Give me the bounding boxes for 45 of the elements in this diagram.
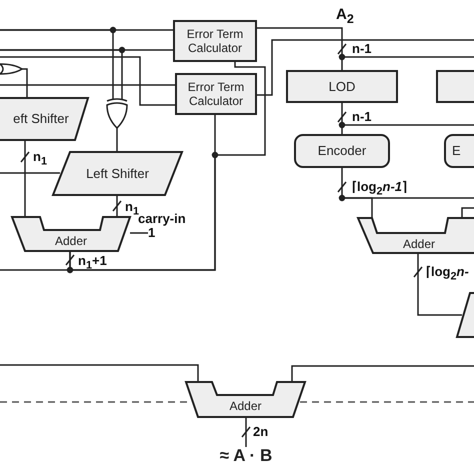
- encoder-block: E: [444, 134, 474, 168]
- wire: [116, 128, 118, 152]
- bus-wire: [337, 168, 373, 218]
- wire: [0, 49, 123, 100]
- bus-wire: [257, 27, 347, 70]
- wire: [461, 207, 474, 218]
- bus-wire: [241, 417, 251, 447]
- encoder-block: Encoder: [294, 134, 390, 168]
- signal-label: n$_{1}$+1: [78, 254, 107, 273]
- signal-label: 1: [148, 226, 156, 240]
- wire: [0, 29, 114, 100]
- signal-label: carry-in: [138, 212, 186, 226]
- adder-block: Adder: [358, 218, 474, 253]
- shifter-block: Left Shifter: [53, 152, 182, 195]
- adder-block: Adder: [12, 217, 130, 251]
- wire: [257, 39, 474, 96]
- detector-block: LOD: [286, 70, 398, 103]
- signal-label: A$_{2}$: [336, 6, 354, 28]
- bus-wire: [413, 253, 462, 316]
- wire: [0, 364, 199, 382]
- result-label: ≈ A · B: [206, 447, 286, 465]
- calculator-block: Error Term Calculator: [173, 20, 257, 62]
- bus-wire: [20, 140, 30, 217]
- xor-gate-symbol: [107, 98, 127, 128]
- signal-label: n-1: [352, 42, 372, 56]
- or-gate-symbol: [0, 64, 22, 74]
- bus-wire: [337, 103, 347, 134]
- signal-label: n-1: [352, 110, 372, 124]
- wire: [22, 68, 28, 98]
- signal-label: ⌈log$_{2}$n-: [426, 265, 469, 284]
- shifter-block: eft Shifter: [0, 98, 88, 140]
- signal-label: ⌈log$_{2}$n-1⌉: [352, 180, 408, 199]
- wire: [0, 56, 175, 106]
- wire: [291, 365, 474, 382]
- signal-label: n$_{1}$: [33, 150, 47, 169]
- signal-label: 2n: [253, 425, 268, 439]
- wire: [69, 62, 266, 271]
- calculator-block: Error Term Calculator: [175, 73, 257, 115]
- adder-block: Adder: [186, 382, 305, 417]
- bus-wire: [112, 195, 122, 217]
- wire: [0, 84, 175, 86]
- wire: [0, 172, 60, 174]
- signal-label: n$_{1}$: [125, 200, 139, 218]
- block: [457, 293, 474, 337]
- block: [436, 70, 474, 103]
